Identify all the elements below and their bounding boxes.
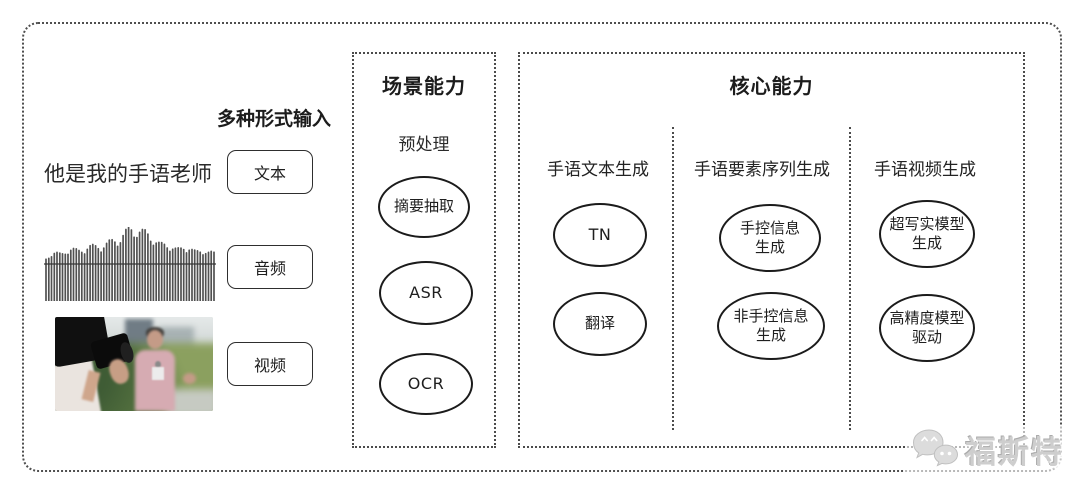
photo-reporter-hand <box>183 373 196 384</box>
text-input-sample: 他是我的手语老师 <box>44 162 212 186</box>
video-type-box: 视频 <box>227 342 313 386</box>
node-summary-extraction: 摘要抽取 <box>378 176 470 238</box>
node-high-precision-model-driving: 高精度模型 驱动 <box>879 294 975 362</box>
photo-path <box>167 389 213 411</box>
node-hyperrealistic-model-generation: 超写实模型 生成 <box>879 200 975 268</box>
photo-reporter-blazer <box>135 350 175 411</box>
node-asr: ASR <box>379 261 473 325</box>
photo-mic-flag <box>152 367 164 380</box>
text-type-box: 文本 <box>227 150 313 194</box>
column-header-sign-video: 手语视频生成 <box>874 160 976 180</box>
video-type-label: 视频 <box>253 356 286 375</box>
column-separator <box>672 127 674 430</box>
audio-waveform <box>44 226 216 499</box>
audio-type-label: 音频 <box>253 259 286 278</box>
node-translation: 翻译 <box>553 292 647 356</box>
column-header-sign-elements: 手语要素序列生成 <box>694 160 830 180</box>
outer-dotted-frame <box>22 22 1062 472</box>
node-manual-info-generation: 手控信息 生成 <box>719 204 821 272</box>
column-header-sign-text: 手语文本生成 <box>547 160 649 180</box>
node-tn: TN <box>553 203 647 267</box>
core-box-title: 核心能力 <box>729 74 814 98</box>
column-separator <box>849 127 851 430</box>
preprocess-label: 预处理 <box>398 135 450 155</box>
photo-reporter-head <box>147 330 163 349</box>
watermark-label: 福斯特 <box>965 434 1064 471</box>
photo-microphone <box>155 361 161 368</box>
audio-type-box: 音频 <box>227 245 313 289</box>
watermark: 福斯特 <box>905 426 1068 472</box>
text-type-label: 文本 <box>253 164 286 183</box>
scene-box-title: 场景能力 <box>382 74 466 98</box>
node-ocr: OCR <box>379 353 473 415</box>
inputs-heading: 多种形式输入 <box>216 108 331 130</box>
node-non-manual-info-generation: 非手控信息 生成 <box>717 292 825 360</box>
video-thumbnail <box>55 317 213 411</box>
wechat-icon <box>912 429 959 467</box>
